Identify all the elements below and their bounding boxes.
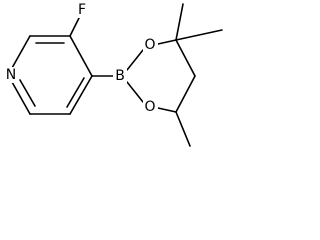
bond-c4-c5-inner	[66, 77, 85, 108]
bond-o-bottom-b	[126, 81, 144, 103]
pyridine-ring	[11, 15, 93, 115]
bond-c6-n	[11, 81, 31, 115]
methyl-bond-upper-right	[175, 29, 223, 41]
bond-c3-f	[69, 15, 81, 37]
methyl-bond-upper-left	[175, 3, 184, 41]
bond-b-o-top	[126, 49, 144, 71]
nitrogen-label: N	[6, 67, 16, 83]
methyl-groups	[175, 3, 223, 147]
bond-ch2-ch	[175, 75, 196, 113]
bond-o-top-c	[157, 39, 177, 45]
bond-c4-c5	[69, 75, 93, 115]
dioxaborinane-ring	[126, 39, 196, 113]
molecule-structure: F N B O O	[4, 2, 223, 147]
oxygen-bottom-label: O	[144, 99, 155, 115]
bond-c6-n-inner	[19, 79, 36, 107]
bond-ch-o-bottom	[157, 107, 177, 113]
atom-labels: F N B O O	[4, 2, 158, 115]
oxygen-top-label: O	[144, 37, 155, 53]
bond-c3-c4	[69, 35, 93, 77]
methyl-bond-lower	[175, 111, 191, 147]
bond-n-c2	[11, 35, 31, 69]
bond-c-quat-ch2	[175, 39, 196, 77]
fluorine-label: F	[78, 2, 86, 18]
boron-label: B	[115, 68, 125, 84]
